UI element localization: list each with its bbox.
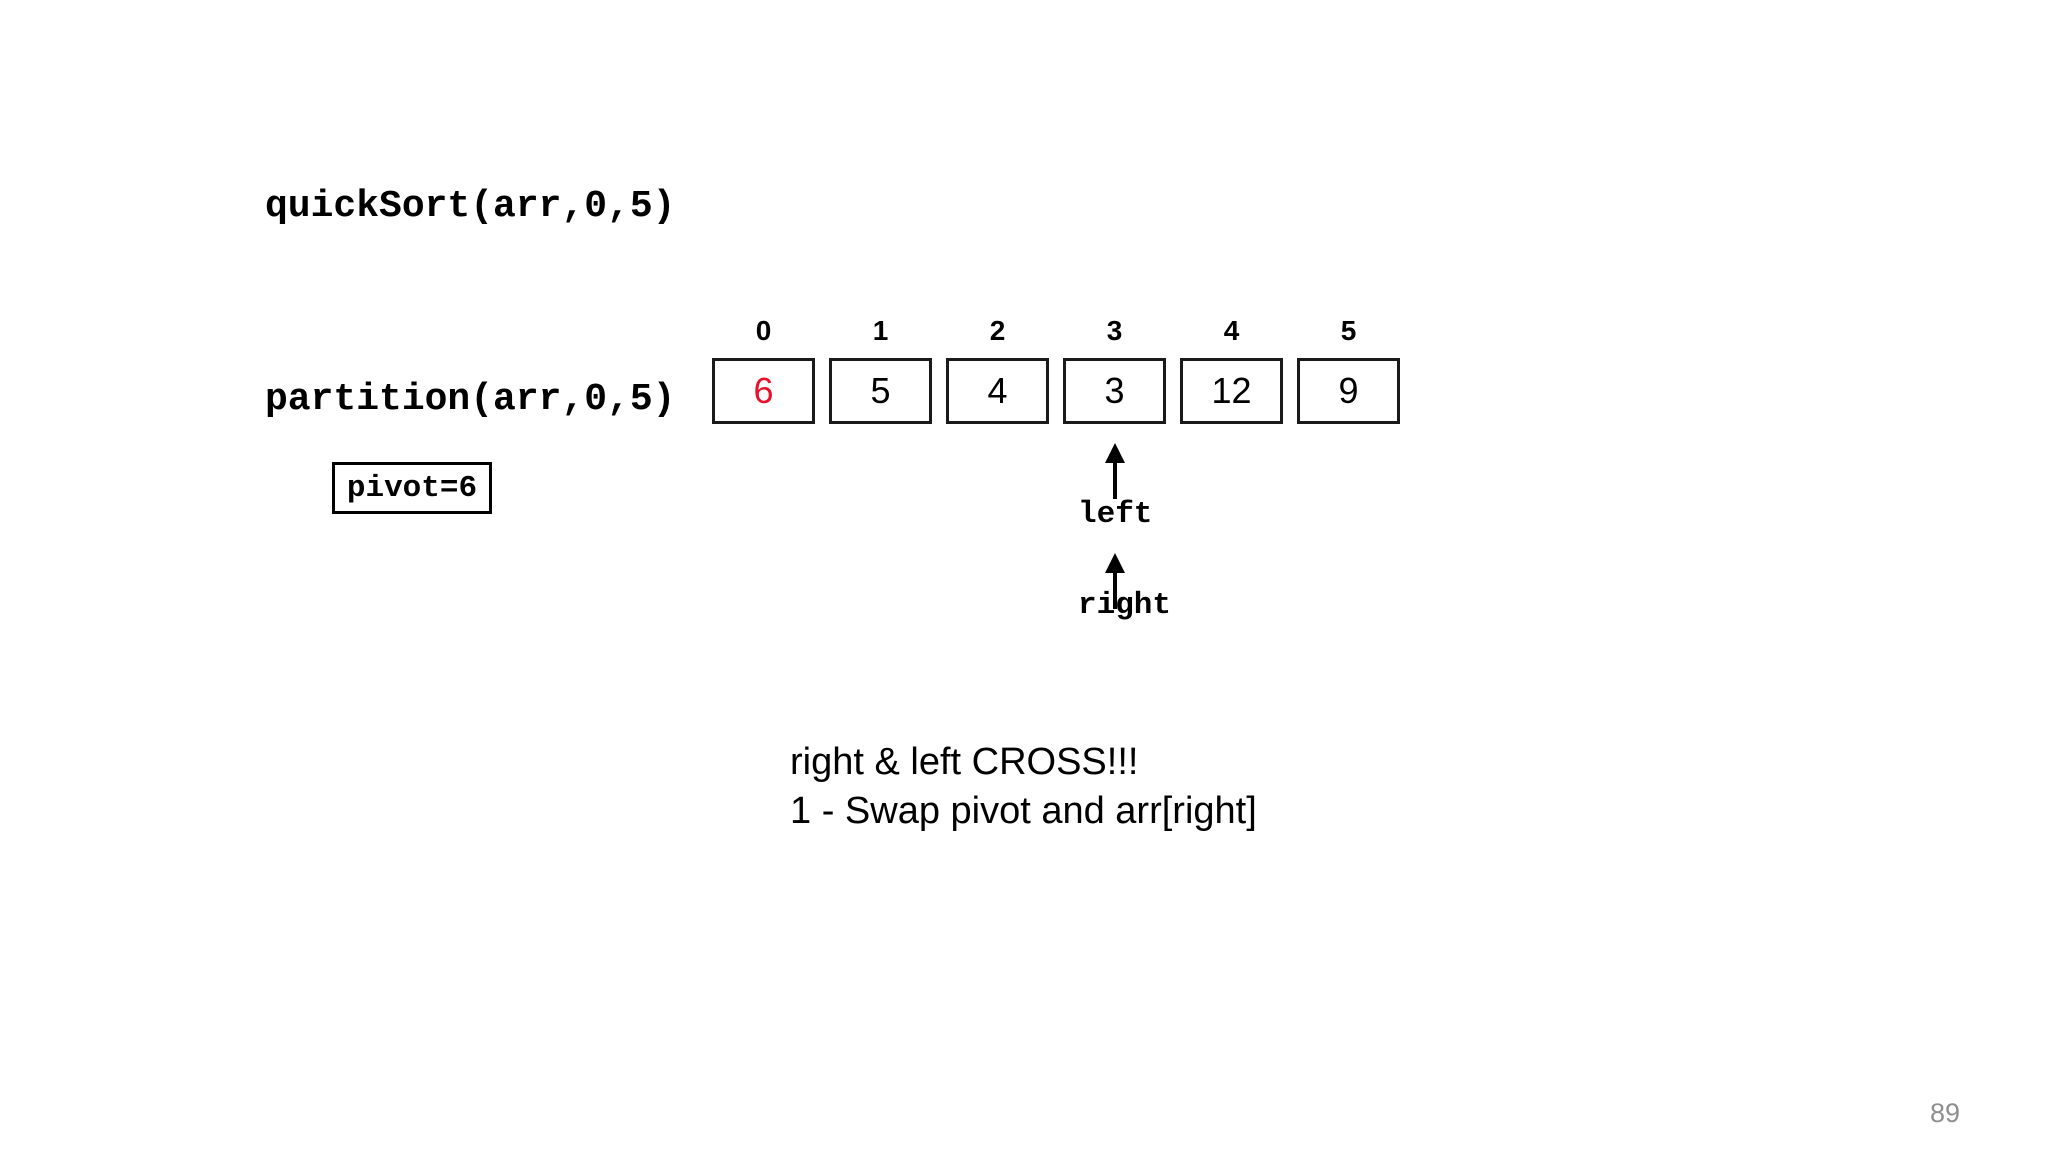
caption-line-2: 1 - Swap pivot and arr[right] xyxy=(790,790,1257,833)
array-index-label: 0 xyxy=(755,315,772,346)
caption-line-1: right & left CROSS!!! xyxy=(790,741,1139,783)
pivot-box: pivot=6 xyxy=(332,462,492,514)
array-cell[interactable]: 5 xyxy=(829,358,932,424)
array-index-label: 2 xyxy=(989,315,1006,346)
array-cell[interactable]: 6 xyxy=(712,358,815,424)
array-index-label: 1 xyxy=(872,315,889,346)
caption-block: right & left CROSS!!! 1 - Swap pivot and… xyxy=(790,738,1257,837)
array-cell[interactable]: 3 xyxy=(1063,358,1166,424)
array-index-label: 4 xyxy=(1223,315,1240,346)
quicksort-call-label: quickSort(arr,0,5) xyxy=(265,185,676,228)
array-index-label: 3 xyxy=(1106,315,1123,346)
array-cell[interactable]: 4 xyxy=(946,358,1049,424)
partition-call-label: partition(arr,0,5) xyxy=(265,378,676,421)
left-pointer-label: left xyxy=(1078,497,1153,532)
right-pointer-label: right xyxy=(1078,588,1172,623)
array-cell[interactable]: 9 xyxy=(1297,358,1400,424)
array-index-label: 5 xyxy=(1340,315,1357,346)
array-cell[interactable]: 12 xyxy=(1180,358,1283,424)
page-number: 89 xyxy=(1930,1098,1961,1128)
